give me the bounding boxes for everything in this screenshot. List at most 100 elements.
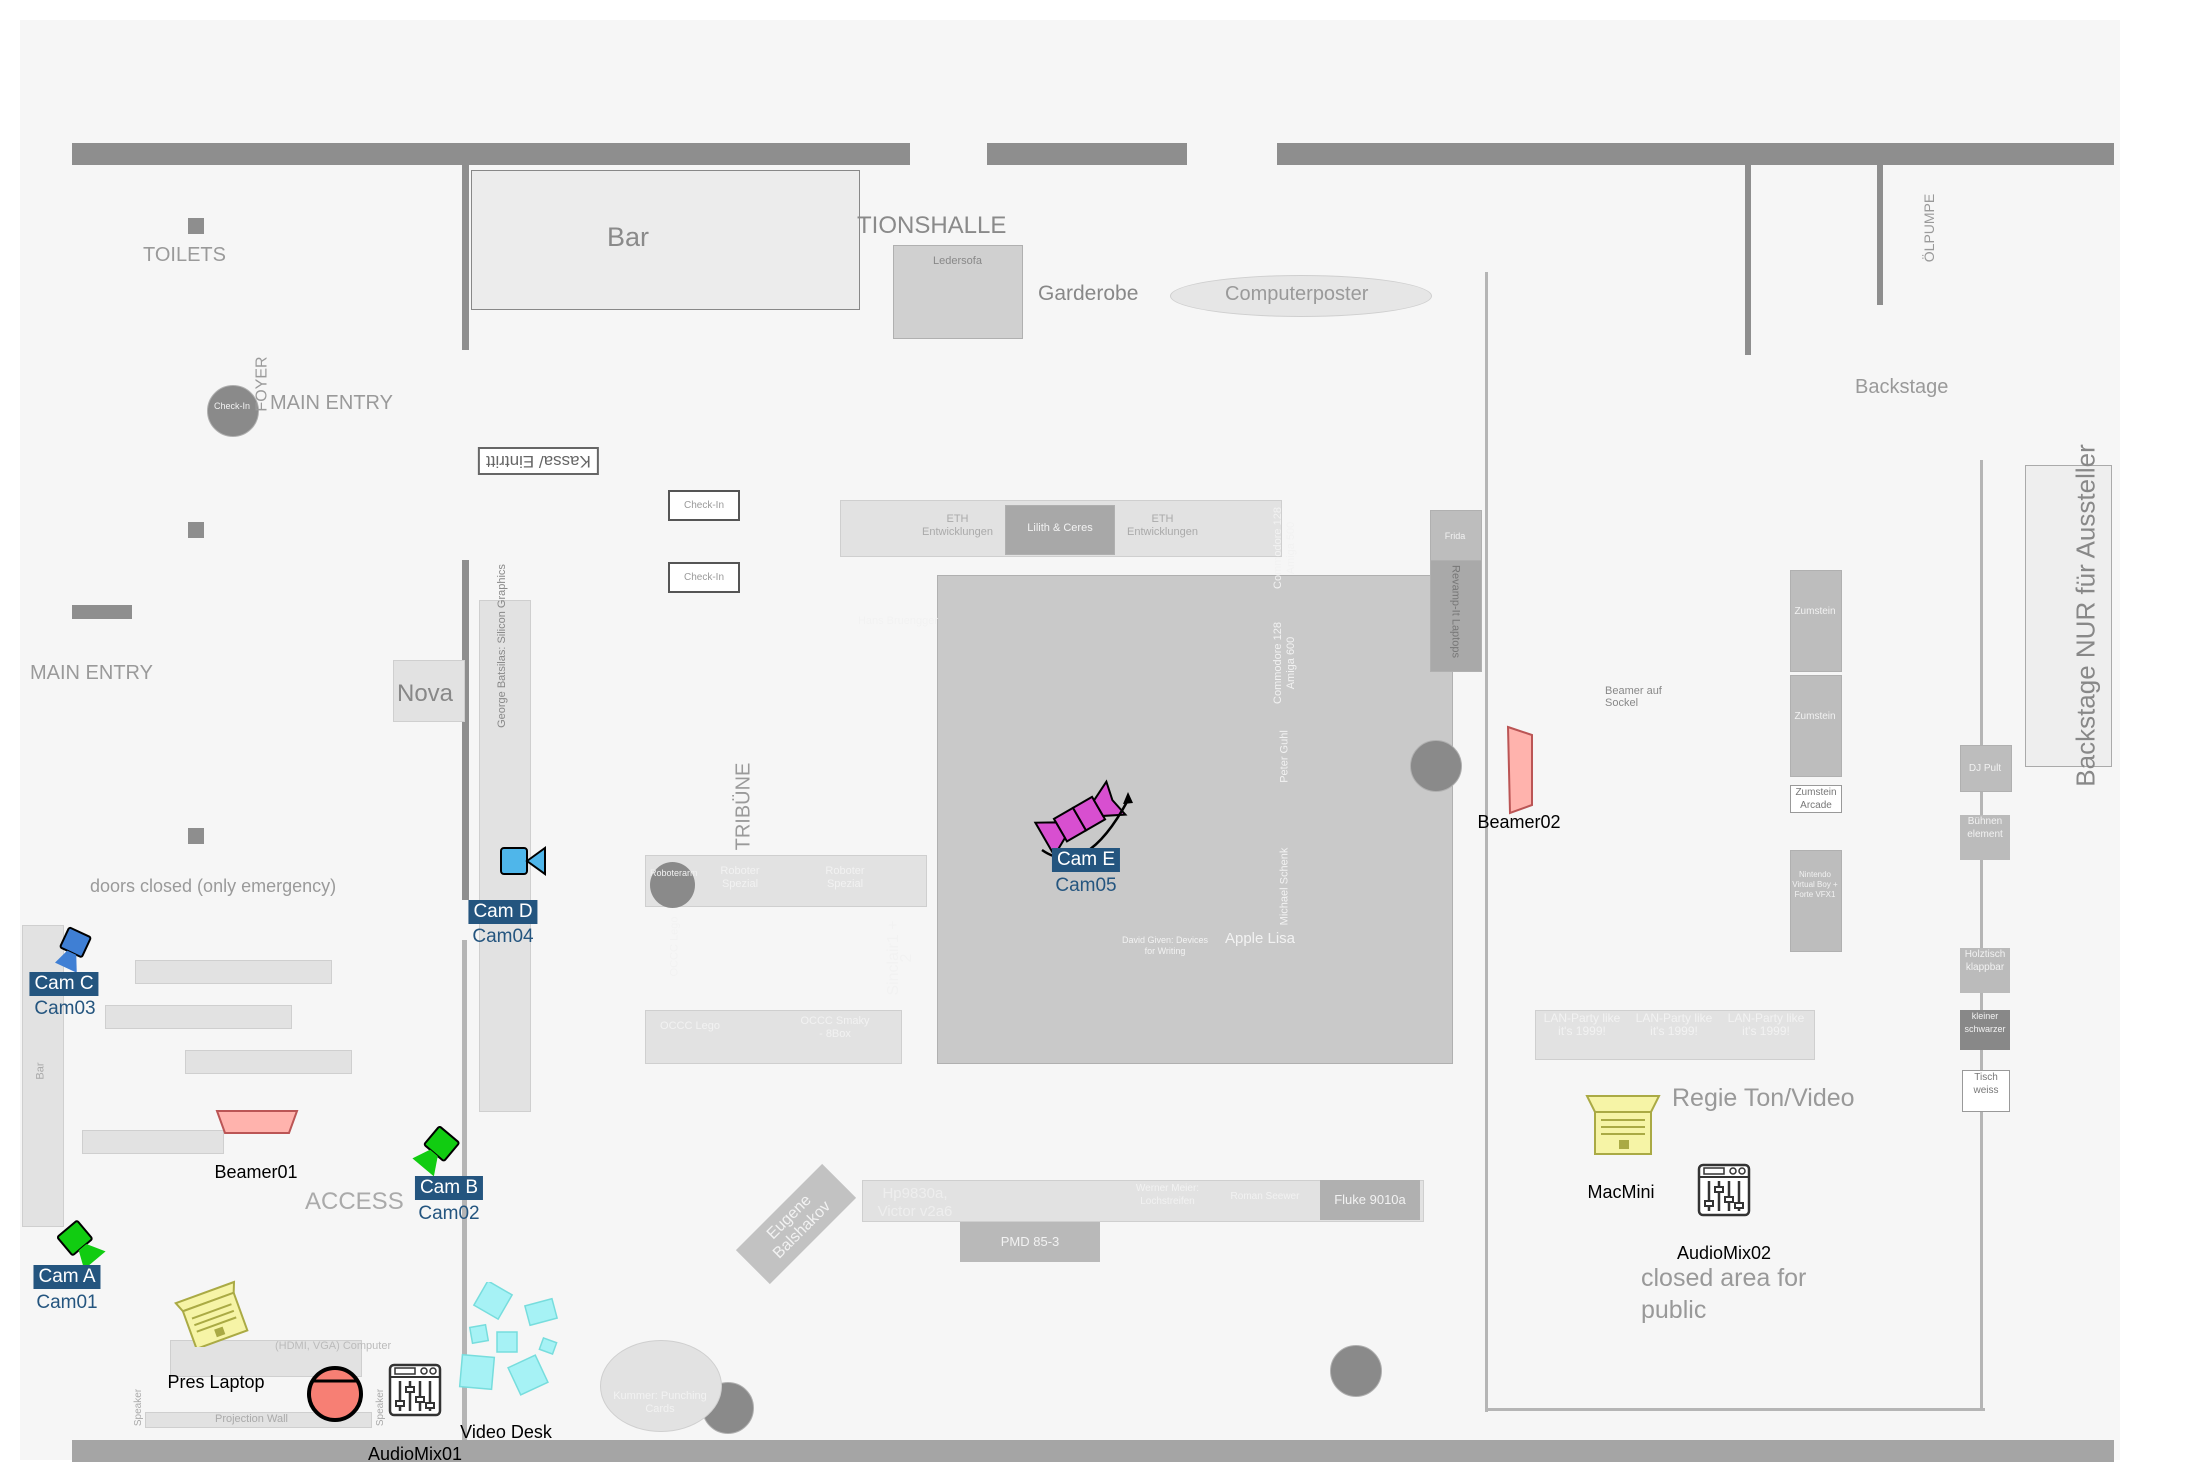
commodore-label: Commodore 128 Amiga 600 [1272,622,1297,704]
michael-schenk-label: Michael Schenk [1278,847,1291,926]
occc-row [645,1010,902,1064]
foyer-label: FOYER [253,356,271,412]
backstage-label: Backstage [1855,376,1949,398]
zumstein-label: Zumstein [1794,711,1836,722]
video-desk-icon[interactable] [457,1282,567,1402]
dj-pult-box [1960,745,2012,792]
wall-bottom [72,1440,2114,1462]
occc-lego-label: OCCC Lego [668,916,681,977]
roboterarm-label: Roboterarm [650,862,698,908]
cam-a-id: Cam01 [36,1292,98,1313]
check-in-desk: Check-In [668,562,741,593]
cam-b-id: Cam02 [418,1203,480,1224]
computerposter-area [1170,275,1432,317]
kummer-area [600,1340,722,1432]
record-icon[interactable] [304,1363,366,1425]
wall-backstage [1745,165,1751,355]
camera-icon[interactable] [1030,770,1150,870]
doors-closed-label: doors closed (only emergency) [90,876,337,896]
pillar [188,828,204,844]
wall-right-bottom [1485,1408,1985,1411]
garderobe-label: Garderobe [1038,282,1139,305]
pillar [72,605,132,619]
cam-d-tag: Cam D [468,900,538,924]
lilith-label: Lilith & Ceres [1027,522,1093,534]
wall-left-inner-2 [462,560,469,900]
tisch-weiss-label: Tisch weiss [1962,1070,2010,1112]
nintendo-label: Nintendo Virtual Boy + Forte VFX1 [1792,870,1838,899]
lan-party-row [1535,1010,1815,1060]
zumstein-label: Zumstein [1794,606,1836,617]
beamer02-label: Beamer02 [1477,812,1561,832]
access-label: ACCESS [305,1188,404,1215]
bar-area [471,170,860,310]
roboter-spezial-label: Roboter Spezial [825,865,865,890]
audio-mixer-icon[interactable] [1697,1163,1751,1217]
nova-box [393,660,465,722]
david-given-label: David Given: Devices for Writing [1121,935,1209,956]
round-table [1330,1345,1382,1397]
peter-guhl-label: Peter Guhl [1278,730,1291,783]
cam-c-id: Cam03 [34,998,96,1019]
check-in-circle [207,385,259,437]
ledersofa-label: Ledersofa [933,255,982,267]
round-table [1410,740,1462,792]
revamp-box [1430,560,1482,672]
hall-label: TIONSHALLE [857,212,1007,239]
roboter-spezial-label: Roboter Spezial [720,865,760,890]
cam-e-id: Cam05 [1055,875,1117,896]
holztisch-label: Holztisch klappbar [1960,948,2010,993]
lan-party-label: LAN-Party like it's 1999! [1635,1011,1713,1038]
kassa-label: Kassa/ Eintritt [478,447,599,475]
bar-label: Bar [607,222,650,252]
check-in-label: Check-In [213,401,250,411]
macmini-label: MacMini [1587,1182,1655,1202]
kleiner-schwarzer-label: kleiner schwarzer [1960,1010,2010,1050]
cam-b-tag: Cam B [414,1176,484,1200]
buehnenelement-label: Bühnen element [1960,815,2010,860]
mac-mini-icon[interactable] [1585,1094,1661,1158]
tribune-label: TRIBÜNE [732,762,755,851]
eth-label: ETH Entwicklungen [1127,513,1198,538]
cam-e-tag: Cam E [1051,848,1121,872]
eth-label: ETH Entwicklungen [922,513,993,538]
audiomix02-label: AudioMix02 [1676,1243,1772,1263]
bar-counter-label: Bar [34,1062,47,1080]
beamer01-label: Beamer01 [214,1162,298,1182]
camera-icon[interactable] [48,925,98,975]
occc-lego-label: OCCC Lego [660,1020,720,1032]
backstage-nur-label: Backstage NUR für Aussteller [2070,444,2101,787]
speaker-label: Speaker [375,1388,387,1427]
oelpumpe-label: ÖLPUMPE [1921,193,1938,263]
main-entry-label: MAIN ENTRY [270,392,393,414]
laptop-icon[interactable] [173,1277,253,1347]
camera-icon[interactable] [408,1124,464,1180]
wall-top-left [72,143,910,165]
occc-smaky-label: OCCC Smaky - 8Box [800,1015,870,1040]
wall-top-right [1277,143,2114,165]
closed-area-label: closed area for public [1641,1264,1807,1324]
cam-a-tag: Cam A [33,1265,101,1289]
beamer-icon[interactable] [1504,725,1536,815]
audio-mixer-icon[interactable] [388,1363,442,1417]
hans-bruengger-label: Hans Bruengger [857,615,939,627]
projection-wall [145,1412,372,1428]
camera-icon[interactable] [54,1217,110,1273]
kummer-label: Kummer: Punching Cards [613,1390,707,1415]
central-exhibit-area [937,575,1453,1064]
roman-label: Roman Seewer [1230,1191,1300,1202]
speaker-label: Speaker [133,1388,145,1427]
table [82,1130,224,1154]
toilets-label: TOILETS [143,244,226,266]
beamer-icon[interactable] [215,1107,299,1137]
lan-party-label: LAN-Party like it's 1999! [1543,1011,1621,1038]
zumstein-arcade-label: Zumstein Arcade [1790,785,1842,813]
hdmi-label: (HDMI, VGA) Computer [275,1340,392,1352]
frida-label: Frida [1444,531,1466,541]
regie-label: Regie Ton/Video [1672,1084,1855,1112]
lan-party-label: LAN-Party like it's 1999! [1727,1011,1805,1038]
computerposter-label: Computerposter [1225,283,1369,305]
table [135,960,332,984]
main-entry-label: MAIN ENTRY [30,662,153,684]
camera-icon[interactable] [497,842,549,882]
